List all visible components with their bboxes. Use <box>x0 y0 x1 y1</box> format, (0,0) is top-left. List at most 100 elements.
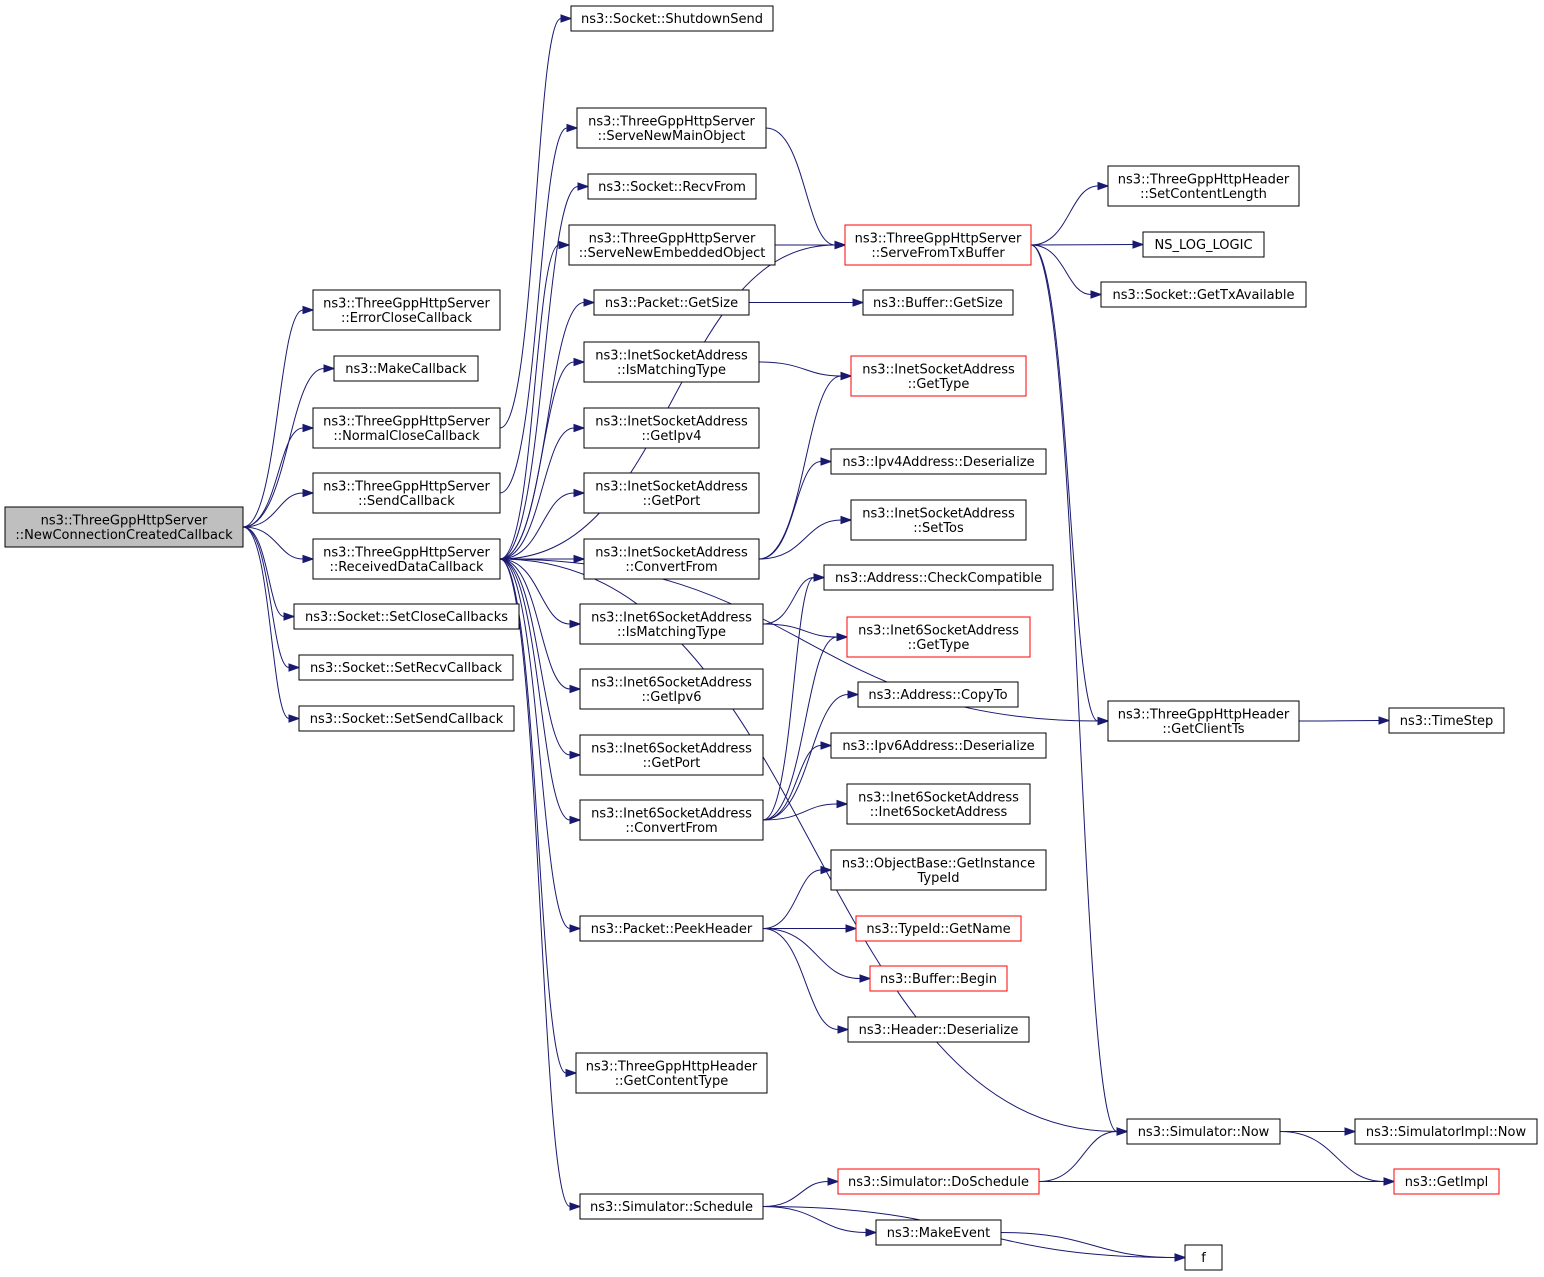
node-box <box>312 407 501 449</box>
node-box <box>583 538 760 580</box>
node-box <box>1184 1244 1223 1271</box>
node-normal-close[interactable]: ns3::ThreeGppHttpServer::NormalCloseCall… <box>312 407 501 449</box>
node-type-id-get-name[interactable]: ns3::TypeId::GetName <box>855 915 1022 942</box>
node-label: ns3::Inet6SocketAddress <box>591 741 752 756</box>
node-inet-get-type[interactable]: ns3::InetSocketAddress::GetType <box>850 355 1027 397</box>
edge-peek-header-to-header-deserialize <box>762 928 850 1034</box>
node-inet6-ctor[interactable]: ns3::Inet6SocketAddress::Inet6SocketAddr… <box>846 783 1031 825</box>
node-label: ns3::TypeId::GetName <box>866 922 1010 937</box>
node-label: ns3::InetSocketAddress <box>595 545 748 560</box>
node-shutdown-send[interactable]: ns3::Socket::ShutdownSend <box>570 5 774 32</box>
edge-received-data-to-inet6-get-ipv6 <box>499 558 582 694</box>
node-ns-log-logic[interactable]: NS_LOG_LOGIC <box>1142 231 1265 258</box>
edge-send-callback-to-serve-main <box>499 123 579 494</box>
edge-received-data-to-recv-from <box>499 182 590 560</box>
node-box <box>298 705 515 732</box>
node-label: ns3::ObjectBase::GetInstance <box>842 856 1035 871</box>
edge-normal-close-to-shutdown-send <box>499 14 573 429</box>
node-serve-from-tx[interactable]: ns3::ThreeGppHttpServer::ServeFromTxBuff… <box>844 224 1032 266</box>
node-addr-check-compat[interactable]: ns3::Address::CheckCompatible <box>823 564 1054 591</box>
node-label: ns3::ThreeGppHttpServer <box>323 414 490 429</box>
edge-inet6-convert-from-to-addr-copy-to <box>762 690 860 821</box>
node-serve-embedded[interactable]: ns3::ThreeGppHttpServer::ServeNewEmbedde… <box>568 224 776 266</box>
node-box <box>333 355 479 382</box>
edge-received-data-to-inet-get-ipv4 <box>499 423 586 560</box>
node-inet6-get-type[interactable]: ns3::Inet6SocketAddress::GetType <box>846 616 1031 658</box>
edge-received-data-to-inet-get-port <box>499 488 586 560</box>
node-label: ns3::Ipv4Address::Deserialize <box>842 455 1034 470</box>
node-box <box>869 965 1008 992</box>
node-addr-copy-to[interactable]: ns3::Address::CopyTo <box>857 681 1019 708</box>
node-sim-now[interactable]: ns3::Simulator::Now <box>1126 1118 1281 1145</box>
node-label: ns3::Socket::RecvFrom <box>598 180 746 195</box>
node-sim-impl-now[interactable]: ns3::SimulatorImpl::Now <box>1354 1118 1538 1145</box>
node-time-step[interactable]: ns3::TimeStep <box>1388 707 1505 734</box>
node-inet6-get-port[interactable]: ns3::Inet6SocketAddress::GetPort <box>579 734 764 776</box>
node-get-content-type[interactable]: ns3::ThreeGppHttpHeader::GetContentType <box>575 1052 768 1094</box>
node-label: ::Inet6SocketAddress <box>870 805 1008 820</box>
node-inet6-convert-from[interactable]: ns3::Inet6SocketAddress::ConvertFrom <box>579 799 764 841</box>
node-label: ns3::TimeStep <box>1400 714 1493 729</box>
edge-serve-from-tx-to-sim-now <box>1030 244 1129 1136</box>
node-box <box>579 799 764 841</box>
node-get-impl[interactable]: ns3::GetImpl <box>1393 1168 1500 1195</box>
edge-root-to-normal-close <box>242 423 315 528</box>
node-label: ns3::GetImpl <box>1405 1175 1489 1190</box>
node-label: ::ConvertFrom <box>625 560 717 575</box>
node-peek-header[interactable]: ns3::Packet::PeekHeader <box>579 915 764 942</box>
node-get-tx-available[interactable]: ns3::Socket::GetTxAvailable <box>1100 281 1307 308</box>
node-label: ::NewConnectionCreatedCallback <box>15 528 233 543</box>
node-ipv6-deserialize[interactable]: ns3::Ipv6Address::Deserialize <box>830 732 1047 759</box>
node-set-close-cb[interactable]: ns3::Socket::SetCloseCallbacks <box>293 603 520 630</box>
node-make-callback[interactable]: ns3::MakeCallback <box>333 355 479 382</box>
node-label: ::IsMatchingType <box>617 363 726 378</box>
node-error-close[interactable]: ns3::ThreeGppHttpServer::ErrorCloseCallb… <box>312 289 501 331</box>
node-buffer-get-size[interactable]: ns3::Buffer::GetSize <box>862 289 1014 316</box>
node-box <box>1354 1118 1538 1145</box>
node-schedule[interactable]: ns3::Simulator::Schedule <box>579 1193 764 1220</box>
node-inet6-is-matching[interactable]: ns3::Inet6SocketAddress::IsMatchingType <box>579 603 764 645</box>
node-box <box>1393 1168 1500 1195</box>
node-recv-from[interactable]: ns3::Socket::RecvFrom <box>587 173 757 200</box>
node-set-recv-cb[interactable]: ns3::Socket::SetRecvCallback <box>298 654 514 681</box>
node-box <box>576 107 767 149</box>
edge-received-data-to-inet-is-matching <box>499 357 586 560</box>
node-make-event[interactable]: ns3::MakeEvent <box>875 1219 1002 1246</box>
node-set-send-cb[interactable]: ns3::Socket::SetSendCallback <box>298 705 515 732</box>
node-header-deserialize[interactable]: ns3::Header::Deserialize <box>847 1016 1030 1043</box>
node-f[interactable]: f <box>1184 1244 1223 1271</box>
node-inet-set-tos[interactable]: ns3::InetSocketAddress::SetTos <box>850 499 1027 541</box>
node-inet-get-ipv4[interactable]: ns3::InetSocketAddress::GetIpv4 <box>583 407 760 449</box>
node-root[interactable]: ns3::ThreeGppHttpServer::NewConnectionCr… <box>4 506 244 548</box>
node-box <box>579 915 764 942</box>
node-label: ns3::Simulator::DoSchedule <box>848 1175 1029 1190</box>
node-inet-convert-from[interactable]: ns3::InetSocketAddress::ConvertFrom <box>583 538 760 580</box>
node-label: ns3::InetSocketAddress <box>862 362 1015 377</box>
node-send-callback[interactable]: ns3::ThreeGppHttpServer::SendCallback <box>312 472 501 514</box>
node-inet-get-port[interactable]: ns3::InetSocketAddress::GetPort <box>583 472 760 514</box>
node-box <box>298 654 514 681</box>
node-box <box>846 616 1031 658</box>
node-box <box>857 681 1019 708</box>
node-get-client-ts[interactable]: ns3::ThreeGppHttpHeader::GetClientTs <box>1107 700 1300 742</box>
node-buffer-begin[interactable]: ns3::Buffer::Begin <box>869 965 1008 992</box>
node-do-schedule[interactable]: ns3::Simulator::DoSchedule <box>837 1168 1040 1195</box>
node-inet6-get-ipv6[interactable]: ns3::Inet6SocketAddress::GetIpv6 <box>579 668 764 710</box>
node-set-content-length[interactable]: ns3::ThreeGppHttpHeader::SetContentLengt… <box>1107 165 1300 207</box>
node-label: ns3::ThreeGppHttpServer <box>323 479 490 494</box>
node-inet-is-matching[interactable]: ns3::InetSocketAddress::IsMatchingType <box>583 341 760 383</box>
node-label: ::SetTos <box>913 521 964 536</box>
node-box <box>823 564 1054 591</box>
edge-inet6-convert-from-to-addr-check-compat <box>762 573 826 821</box>
node-label: ns3::Inet6SocketAddress <box>591 675 752 690</box>
node-serve-main[interactable]: ns3::ThreeGppHttpServer::ServeNewMainObj… <box>576 107 767 149</box>
edge-received-data-to-peek-header <box>499 558 582 933</box>
node-box <box>579 1193 764 1220</box>
edge-inet-convert-from-to-ipv4-deserialize <box>758 457 833 560</box>
node-received-data[interactable]: ns3::ThreeGppHttpServer::ReceivedDataCal… <box>312 538 501 580</box>
node-packet-get-size[interactable]: ns3::Packet::GetSize <box>593 289 750 316</box>
node-label: ns3::Inet6SocketAddress <box>591 610 752 625</box>
node-ipv4-deserialize[interactable]: ns3::Ipv4Address::Deserialize <box>830 448 1047 475</box>
